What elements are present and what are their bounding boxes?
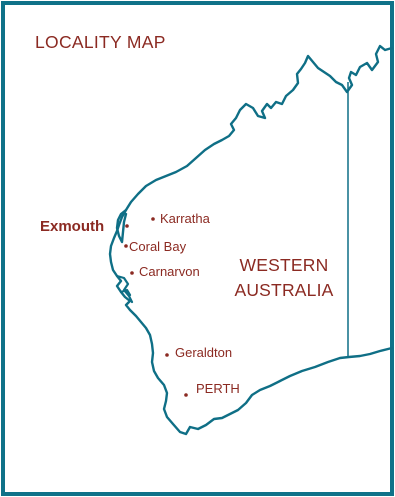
- town-label-karratha: Karratha: [160, 211, 210, 226]
- carnarvon-marker: [130, 271, 134, 275]
- region-label: WESTERN AUSTRALIA: [224, 253, 344, 303]
- perth-marker: [184, 393, 188, 397]
- town-label-geraldton: Geraldton: [175, 345, 233, 360]
- town-label-coral-bay: Coral Bay: [129, 239, 187, 254]
- exmouth-marker: [125, 224, 129, 228]
- exmouth-peninsula: [115, 208, 128, 244]
- wa-coastline: [108, 44, 394, 436]
- region-label-line2: AUSTRALIA: [234, 280, 334, 300]
- shark-bay: [115, 274, 134, 304]
- map-title: LOCALITY MAP: [35, 32, 166, 52]
- town-label-exmouth: Exmouth: [40, 218, 105, 235]
- region-label-line1: WESTERN: [239, 255, 329, 275]
- geraldton-marker: [165, 353, 169, 357]
- town-label-perth: PERTH: [196, 381, 240, 396]
- coral-bay-marker: [124, 244, 128, 248]
- karratha-marker: [151, 217, 155, 221]
- town-label-carnarvon: Carnarvon: [139, 264, 200, 279]
